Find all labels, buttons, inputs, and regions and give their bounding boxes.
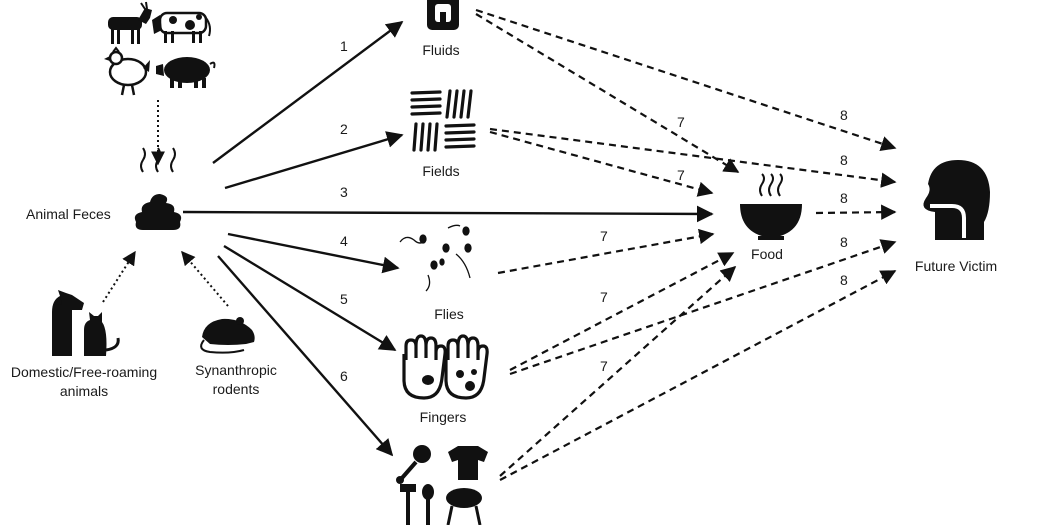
arrow-feces-to-food xyxy=(182,205,714,223)
hands-icon xyxy=(402,334,489,400)
dashed-routes xyxy=(475,8,897,481)
arrow-fomites-to-food xyxy=(499,265,737,477)
route-number-6: 6 xyxy=(340,368,348,384)
arrow-fields-to-victim xyxy=(489,127,897,188)
route-number-4: 4 xyxy=(340,233,348,249)
arrow-rodents-to-feces xyxy=(181,250,229,307)
domestic-label-line1: Domestic/Free-roaming xyxy=(10,364,158,380)
route-number-7-fingers: 7 xyxy=(600,289,608,305)
domestic-label-line2: animals xyxy=(59,383,109,399)
arrow-fields-to-food xyxy=(489,130,714,197)
dog-cat-icon xyxy=(52,290,120,356)
rat-icon xyxy=(200,317,255,354)
arrow-feces-to-fluids xyxy=(212,20,404,164)
arrow-feces-to-fingers xyxy=(223,244,397,352)
field-rows-icon xyxy=(410,89,476,152)
arrow-feces-to-fields xyxy=(224,131,404,190)
route-number-8-fingers: 8 xyxy=(840,234,848,250)
route-number-7-fluids: 7 xyxy=(677,114,685,130)
animal-feces-label: Animal Feces xyxy=(26,206,111,222)
route-number-7-fields: 7 xyxy=(677,167,685,183)
route-number-5: 5 xyxy=(340,291,348,307)
rodents-label-line2: rodents xyxy=(212,381,260,397)
route-number-7-fomites: 7 xyxy=(600,358,608,374)
arrow-fingers-to-victim xyxy=(509,239,897,376)
arrow-fomites-to-victim xyxy=(499,270,897,481)
arrow-feces-to-fomites xyxy=(217,255,394,457)
fomites-icon xyxy=(396,445,488,525)
fluids-label: Fluids xyxy=(422,42,460,58)
route-number-8-fomites: 8 xyxy=(840,272,848,288)
food-bowl-icon xyxy=(740,173,802,240)
arrow-fingers-to-food xyxy=(509,252,735,371)
fingers-label: Fingers xyxy=(419,409,467,425)
pig-icon xyxy=(156,57,216,88)
feces-icon xyxy=(134,147,182,230)
food-label: Food xyxy=(751,246,783,262)
route-number-1: 1 xyxy=(340,38,348,54)
route-number-7-flies: 7 xyxy=(600,228,608,244)
solid-routes xyxy=(182,20,714,457)
cow-icon xyxy=(152,11,211,43)
arrow-food-to-victim xyxy=(815,204,897,220)
route-number-8-fields: 8 xyxy=(840,152,848,168)
goat-icon xyxy=(108,1,152,44)
rodents-label-line1: Synanthropic xyxy=(195,362,277,378)
fields-label: Fields xyxy=(422,163,460,179)
arrow-feces-to-flies xyxy=(227,232,400,274)
water-bottle-icon xyxy=(427,0,459,30)
arrow-domestic-to-feces xyxy=(102,250,136,303)
route-number-3: 3 xyxy=(340,184,348,200)
arrow-fluids-to-victim xyxy=(475,8,897,151)
route-number-8-food: 8 xyxy=(840,190,848,206)
arrow-flies-to-food xyxy=(497,228,715,275)
future-victim-label: Future Victim xyxy=(914,258,998,274)
route-number-2: 2 xyxy=(340,121,348,137)
route-number-8-fluids: 8 xyxy=(840,107,848,123)
flies-label: Flies xyxy=(434,306,464,322)
arrow-fluids-to-food xyxy=(475,13,740,173)
chicken-icon xyxy=(104,46,150,96)
reservoir-routes xyxy=(102,100,229,307)
person-head-icon xyxy=(923,160,990,240)
flies-icon xyxy=(399,224,472,292)
